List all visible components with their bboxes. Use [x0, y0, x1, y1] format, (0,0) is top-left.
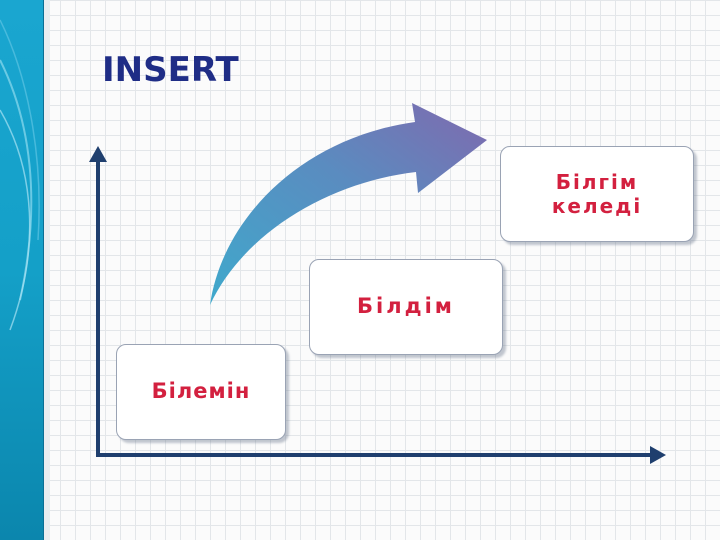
- step-box-learned: Білдім: [309, 259, 503, 355]
- decorative-side-band: [0, 0, 50, 540]
- step-box-know: Білемін: [116, 344, 286, 440]
- horizontal-axis-arrowhead: [650, 446, 666, 464]
- slide-title: INSERT: [102, 50, 239, 90]
- step-label-learned: Білдім: [357, 294, 455, 319]
- vertical-axis-arrowhead: [89, 146, 107, 162]
- step-label-know: Білемін: [151, 379, 251, 404]
- step-label-want-to-know: Білгім келеді: [551, 170, 643, 218]
- step-box-want-to-know: Білгім келеді: [500, 146, 694, 242]
- curved-progress-arrow: [210, 103, 487, 305]
